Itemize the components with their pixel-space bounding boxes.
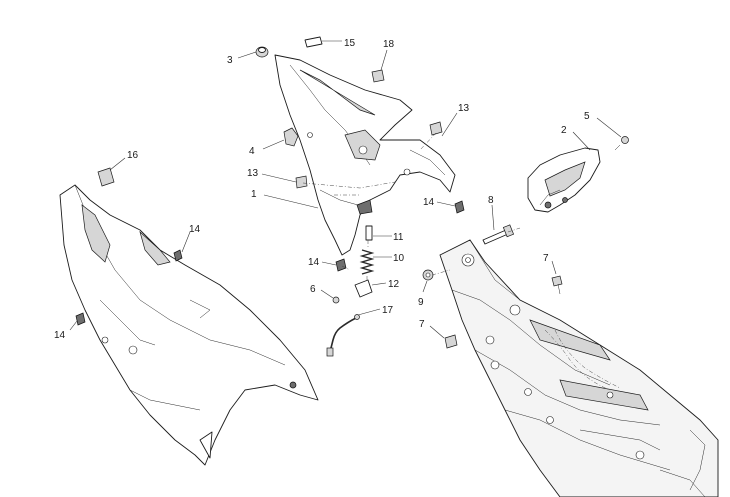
clip-part-13-upper	[429, 121, 443, 136]
callout-16: 16	[127, 150, 139, 161]
callout-10: 10	[393, 253, 405, 264]
clip-part-13-lower	[295, 175, 308, 189]
callout-4: 4	[249, 146, 255, 157]
bolt-part-8	[482, 224, 515, 245]
bracket-part-12	[354, 279, 373, 298]
spacer-part-9	[422, 269, 434, 281]
callout-numbers: 1 2 3 4 5 6 7 7 8 9 10 11 12 13 13 14 14…	[54, 38, 590, 341]
callout-13-lower: 13	[247, 168, 259, 179]
callout-9: 9	[418, 297, 424, 308]
nut-part-14-center	[335, 258, 347, 272]
nut-part-14-left-panel	[173, 249, 183, 262]
callout-7-upper: 7	[543, 253, 549, 264]
callout-13-upper: 13	[458, 103, 470, 114]
callout-7-lower: 7	[419, 319, 425, 330]
bolt-part-7-upper	[551, 275, 563, 295]
tail-fairing-part-1	[274, 54, 456, 256]
rubber-pad-part-4	[283, 127, 299, 147]
clip-part-18	[371, 69, 385, 83]
callout-5: 5	[584, 111, 590, 122]
nut-part-14-right	[454, 200, 465, 214]
left-side-panel	[59, 184, 319, 466]
callout-8: 8	[488, 195, 494, 206]
screw-part-6	[332, 296, 340, 304]
callout-3: 3	[227, 55, 233, 66]
callout-6: 6	[310, 284, 316, 295]
screw-part-5	[614, 136, 629, 151]
bolt-part-7-lower	[444, 334, 458, 349]
callout-12: 12	[388, 279, 400, 290]
right-cover-part-2	[527, 147, 601, 213]
label-part-15	[304, 36, 323, 48]
rear-subframe	[439, 239, 719, 497]
callout-14-lower-left: 14	[54, 330, 66, 341]
nut-part-14-lower-left	[75, 312, 86, 326]
pin-part-11	[365, 225, 373, 241]
callout-1: 1	[251, 189, 257, 200]
callout-14-left-panel: 14	[189, 224, 201, 235]
callout-18: 18	[383, 39, 395, 50]
callout-14-right: 14	[423, 197, 435, 208]
callout-15: 15	[344, 38, 356, 49]
leader-lines	[69, 40, 622, 339]
callout-17: 17	[382, 305, 394, 316]
callout-11: 11	[393, 232, 404, 243]
callout-2: 2	[561, 125, 567, 136]
grommet-part-3	[255, 46, 269, 58]
clip-part-16	[97, 167, 115, 187]
cable-part-17	[326, 314, 360, 357]
assembly-lines	[302, 132, 521, 282]
spring-part-10	[359, 249, 375, 275]
callout-14-center: 14	[308, 257, 320, 268]
